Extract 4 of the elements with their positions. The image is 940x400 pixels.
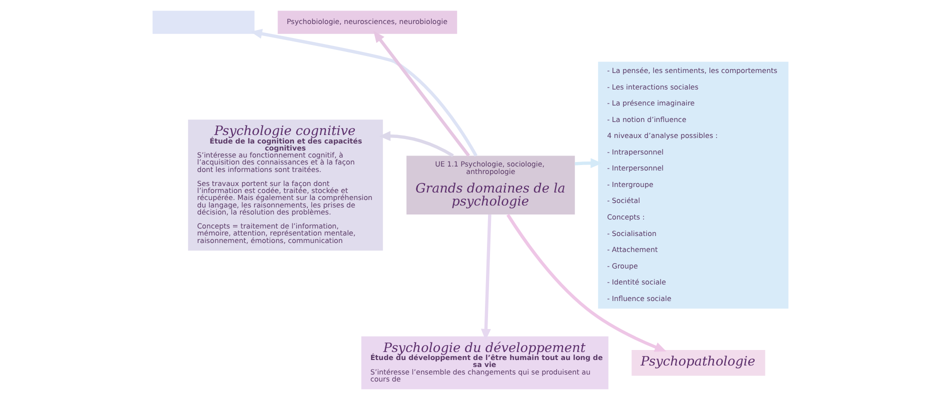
arrow [372,30,470,157]
node-box: Psychopathologie [631,350,765,376]
node-box [152,10,254,34]
arrow [506,214,666,352]
